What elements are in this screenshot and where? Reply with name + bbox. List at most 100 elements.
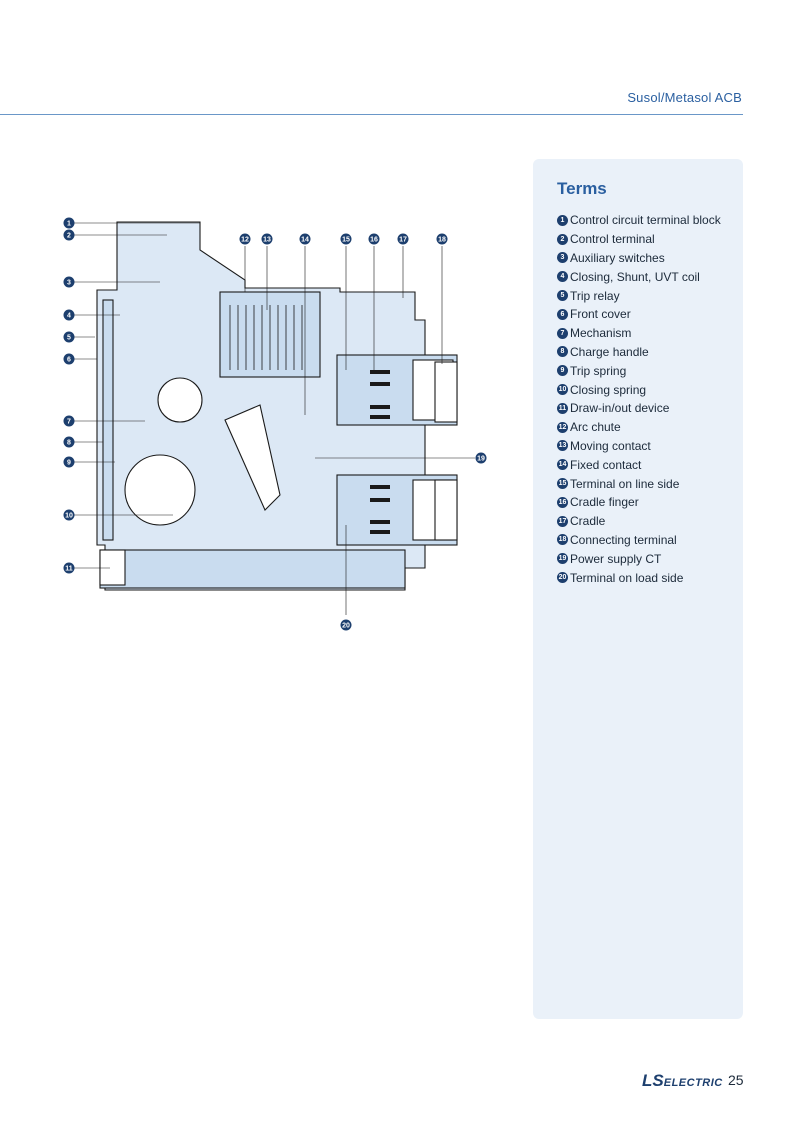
callout-4-icon: 4 <box>63 309 75 321</box>
callout-19-icon: 19 <box>475 452 487 464</box>
callout-3-icon: 3 <box>63 276 75 288</box>
svg-text:13: 13 <box>263 237 271 244</box>
callout-2-icon: 2 <box>63 229 75 241</box>
term-number-icon: 6 <box>557 308 568 320</box>
arc-chute-plates <box>229 305 303 370</box>
page-number: 25 <box>728 1072 744 1088</box>
term-label: Terminal on line side <box>570 476 680 491</box>
callout-13-icon: 13 <box>261 233 273 245</box>
term-number-icon: 16 <box>557 496 568 508</box>
term-label: Charge handle <box>570 344 649 359</box>
term-number-icon: 13 <box>557 440 568 452</box>
callout-14-icon: 14 <box>299 233 311 245</box>
svg-text:20: 20 <box>342 623 350 630</box>
svg-text:8: 8 <box>67 440 71 447</box>
term-label: Arc chute <box>570 420 621 435</box>
term-label: Trip spring <box>570 363 627 378</box>
callout-8-icon: 8 <box>63 436 75 448</box>
svg-text:10: 10 <box>65 513 73 520</box>
logo-electric-text: ELECTRIC <box>663 1077 723 1089</box>
svg-text:11: 11 <box>65 566 73 573</box>
cradle-fingers <box>370 370 390 534</box>
svg-text:5: 5 <box>67 335 71 342</box>
leader-lines <box>73 222 475 615</box>
callout-9-icon: 9 <box>63 456 75 468</box>
callout-11-icon: 11 <box>63 562 75 574</box>
term-label: Auxiliary switches <box>570 250 665 265</box>
term-number-icon: 7 <box>557 327 568 339</box>
header-title: Susol/Metasol ACB <box>627 90 742 105</box>
term-number-icon: 17 <box>557 515 568 527</box>
logo-ls-text: LS <box>642 1071 664 1090</box>
term-label: Draw-in/out device <box>570 401 670 416</box>
term-label: Moving contact <box>570 438 651 453</box>
svg-text:4: 4 <box>67 313 71 320</box>
acb-cross-section-diagram: 1 2 3 4 5 6 7 8 9 10 11 12 13 14 15 16 1… <box>63 217 487 631</box>
term-number-icon: 3 <box>557 252 568 264</box>
term-number-icon: 11 <box>557 402 568 414</box>
term-number-icon: 2 <box>557 233 568 245</box>
term-label: Cradle finger <box>570 495 639 510</box>
callout-17-icon: 17 <box>397 233 409 245</box>
callout-16-icon: 16 <box>368 233 380 245</box>
term-label: Control terminal <box>570 232 655 247</box>
term-label: Connecting terminal <box>570 532 677 547</box>
callout-5-icon: 5 <box>63 331 75 343</box>
callout-1-icon: 1 <box>63 217 75 229</box>
term-number-icon: 9 <box>557 365 568 377</box>
callout-12-icon: 12 <box>239 233 251 245</box>
callout-10-icon: 10 <box>63 509 75 521</box>
callout-7-icon: 7 <box>63 415 75 427</box>
term-label: Fixed contact <box>570 457 642 472</box>
term-label: Power supply CT <box>570 551 662 566</box>
term-label: Cradle <box>570 514 606 529</box>
callout-6-icon: 6 <box>63 353 75 365</box>
term-number-icon: 10 <box>557 384 568 396</box>
term-label: Mechanism <box>570 326 632 341</box>
callout-18-icon: 18 <box>436 233 448 245</box>
term-label: Closing, Shunt, UVT coil <box>570 269 700 284</box>
svg-text:7: 7 <box>67 419 71 426</box>
ls-electric-logo: LSELECTRIC <box>642 1071 723 1091</box>
callout-markers: 1 2 3 4 5 6 7 8 9 10 11 12 13 14 15 16 1… <box>63 217 487 631</box>
svg-text:9: 9 <box>67 460 71 467</box>
svg-text:16: 16 <box>370 237 378 244</box>
term-label: Front cover <box>570 307 631 322</box>
svg-text:18: 18 <box>438 237 446 244</box>
term-number-icon: 12 <box>557 421 568 433</box>
header-rule <box>0 114 743 115</box>
svg-text:19: 19 <box>477 456 485 463</box>
terms-title: Terms <box>557 179 607 198</box>
svg-text:17: 17 <box>399 237 407 244</box>
svg-text:6: 6 <box>67 357 71 364</box>
term-label: Control circuit terminal block <box>570 213 721 228</box>
term-label: Closing spring <box>570 382 647 397</box>
callout-15-icon: 15 <box>340 233 352 245</box>
term-label: Trip relay <box>570 288 620 303</box>
callout-20-icon: 20 <box>340 619 352 631</box>
svg-text:14: 14 <box>301 237 309 244</box>
term-number-icon: 5 <box>557 290 568 302</box>
term-number-icon: 15 <box>557 478 568 490</box>
svg-text:2: 2 <box>67 233 71 240</box>
svg-text:3: 3 <box>67 280 71 287</box>
